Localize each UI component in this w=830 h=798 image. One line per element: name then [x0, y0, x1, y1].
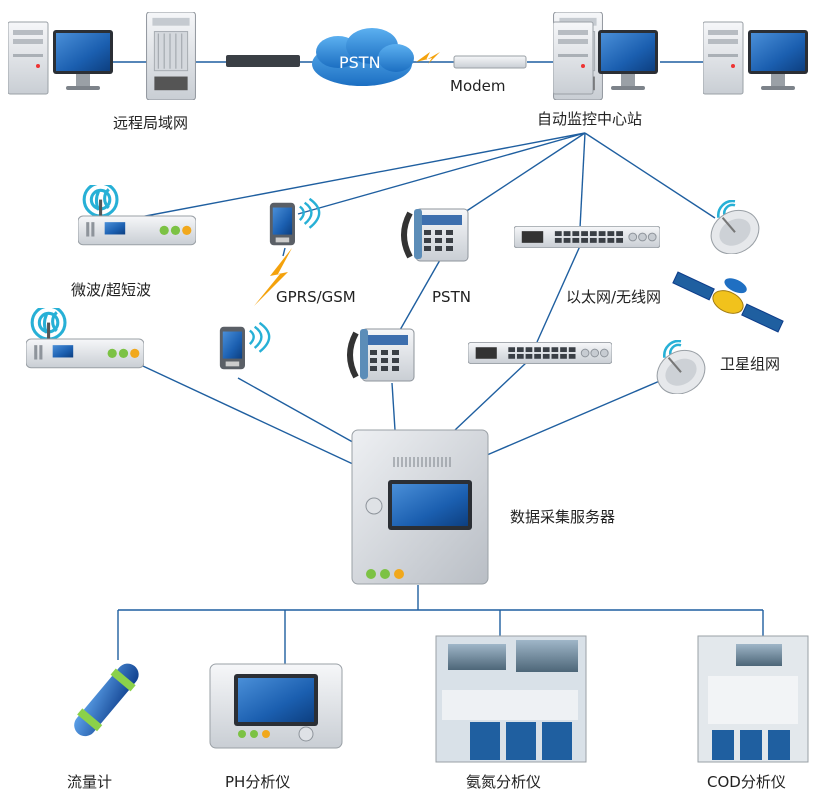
server-label: 数据采集服务器	[510, 508, 616, 526]
cod-analyzer-photo	[697, 635, 809, 763]
remote-router-icon	[226, 55, 300, 67]
satellite-dish-icon	[704, 200, 766, 254]
microwave-label: 微波/超短波	[71, 281, 152, 299]
center-station-label: 自动监控中心站	[537, 110, 643, 128]
ph-analyzer-label: PH分析仪	[225, 773, 291, 791]
center-pc2-icon	[703, 21, 809, 95]
remote-lan-label: 远程局域网	[113, 114, 189, 132]
ethernet-switch2-icon	[468, 342, 612, 364]
gprs-label: GPRS/GSM	[276, 288, 356, 306]
gprs-phone2-icon	[218, 321, 271, 371]
satellite-dish2-icon	[650, 340, 712, 394]
microwave-radio2-icon	[26, 308, 144, 370]
modem-icon	[453, 55, 527, 69]
gprs-phone-icon	[268, 198, 321, 247]
gprs-lightning-icon	[254, 248, 292, 306]
center-pc-icon	[553, 21, 659, 95]
ammonia-analyzer-label: 氨氮分析仪	[466, 773, 542, 791]
flowmeter-icon	[74, 663, 139, 737]
ammonia-analyzer-photo	[435, 635, 587, 763]
microwave-radio-icon	[78, 185, 196, 247]
remote-pc-icon	[8, 21, 114, 95]
ethernet-switch-icon	[514, 226, 660, 248]
pstn-telephone-icon	[404, 209, 468, 261]
ethernet-label: 以太网/无线网	[566, 288, 662, 306]
lightning-icon	[416, 52, 440, 64]
remote-server-icon	[146, 12, 196, 100]
cod-analyzer-label: COD分析仪	[707, 773, 786, 791]
connection-lines	[105, 61, 764, 664]
pstn-label: PSTN	[432, 288, 471, 306]
flowmeter-label: 流量计	[67, 773, 113, 791]
pstn-cloud-icon	[312, 28, 414, 86]
modem-label: Modem	[450, 77, 506, 95]
pstn-cloud-label: PSTN	[339, 53, 381, 72]
ph-analyzer-icon	[209, 663, 343, 749]
data-collection-server-icon	[351, 429, 489, 585]
satellite-label: 卫星组网	[720, 355, 781, 373]
satellite-icon	[672, 271, 784, 333]
pstn-telephone2-icon	[350, 329, 414, 381]
